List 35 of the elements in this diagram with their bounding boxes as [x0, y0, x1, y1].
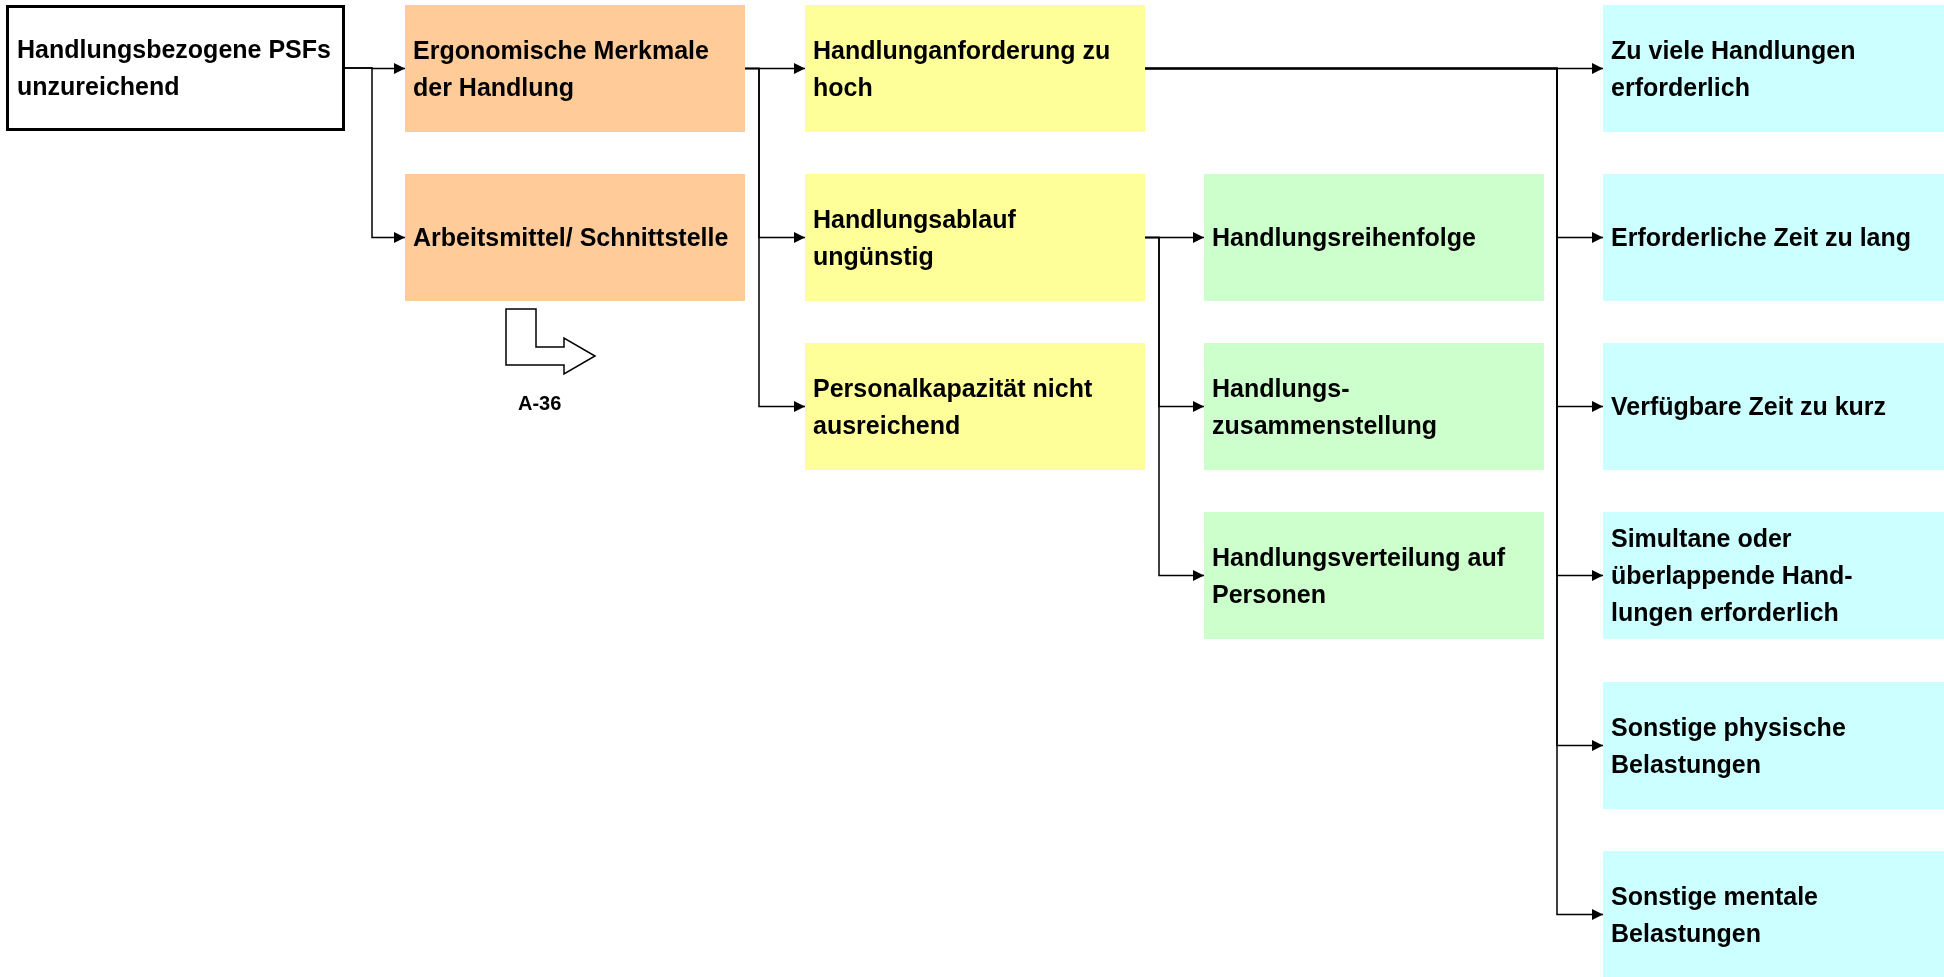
box-label: Erforderliche Zeit zu lang	[1611, 222, 1913, 253]
box-label: Handlungsablauf ungünstig	[813, 203, 1017, 272]
arrow	[1144, 67, 1604, 920]
box-label: Verfügbare Zeit zu kurz	[1611, 391, 1888, 422]
arrow	[744, 67, 806, 412]
root-box	[6, 5, 345, 131]
box-label: Simultane oder überlappende Hand- lungen erforderlich	[1611, 523, 1854, 628]
page-reference: A-36	[518, 392, 562, 415]
cause-box	[1204, 343, 1544, 470]
box-label: Handlungsverteilung auf Personen	[1212, 541, 1507, 610]
cause-box	[1603, 512, 1944, 639]
box-label: Sonstige physische Belastungen	[1611, 711, 1847, 780]
box-label: Handlungs- zusammenstellung	[1212, 372, 1439, 441]
cause-box	[1204, 512, 1544, 639]
cause-box	[805, 5, 1145, 132]
box-label: Ergonomische Merkmale der Handlung	[413, 34, 710, 103]
cause-box	[1603, 5, 1944, 132]
cause-box	[1603, 343, 1944, 470]
cause-box	[1603, 174, 1944, 301]
box-label: Handlungsbezogene PSFs unzureichend	[17, 34, 332, 102]
cause-box	[1204, 174, 1544, 301]
cause-box	[405, 5, 745, 132]
box-label: Zu viele Handlungen erforderlich	[1611, 34, 1857, 103]
arrow	[1144, 236, 1205, 581]
cause-box	[405, 174, 745, 301]
box-label: Sonstige mentale Belastungen	[1611, 880, 1819, 949]
box-label: Handlunganforderung zu hoch	[813, 34, 1112, 103]
box-label: Personalkapazität nicht ausreichend	[813, 372, 1094, 441]
arrow	[344, 67, 406, 243]
box-label: Arbeitsmittel/ Schnittstelle	[413, 222, 730, 253]
cause-box	[1603, 682, 1944, 809]
cause-box	[1603, 851, 1944, 977]
cause-box	[805, 343, 1145, 470]
box-label: Handlungsreihenfolge	[1212, 222, 1477, 253]
cause-box	[805, 174, 1145, 301]
